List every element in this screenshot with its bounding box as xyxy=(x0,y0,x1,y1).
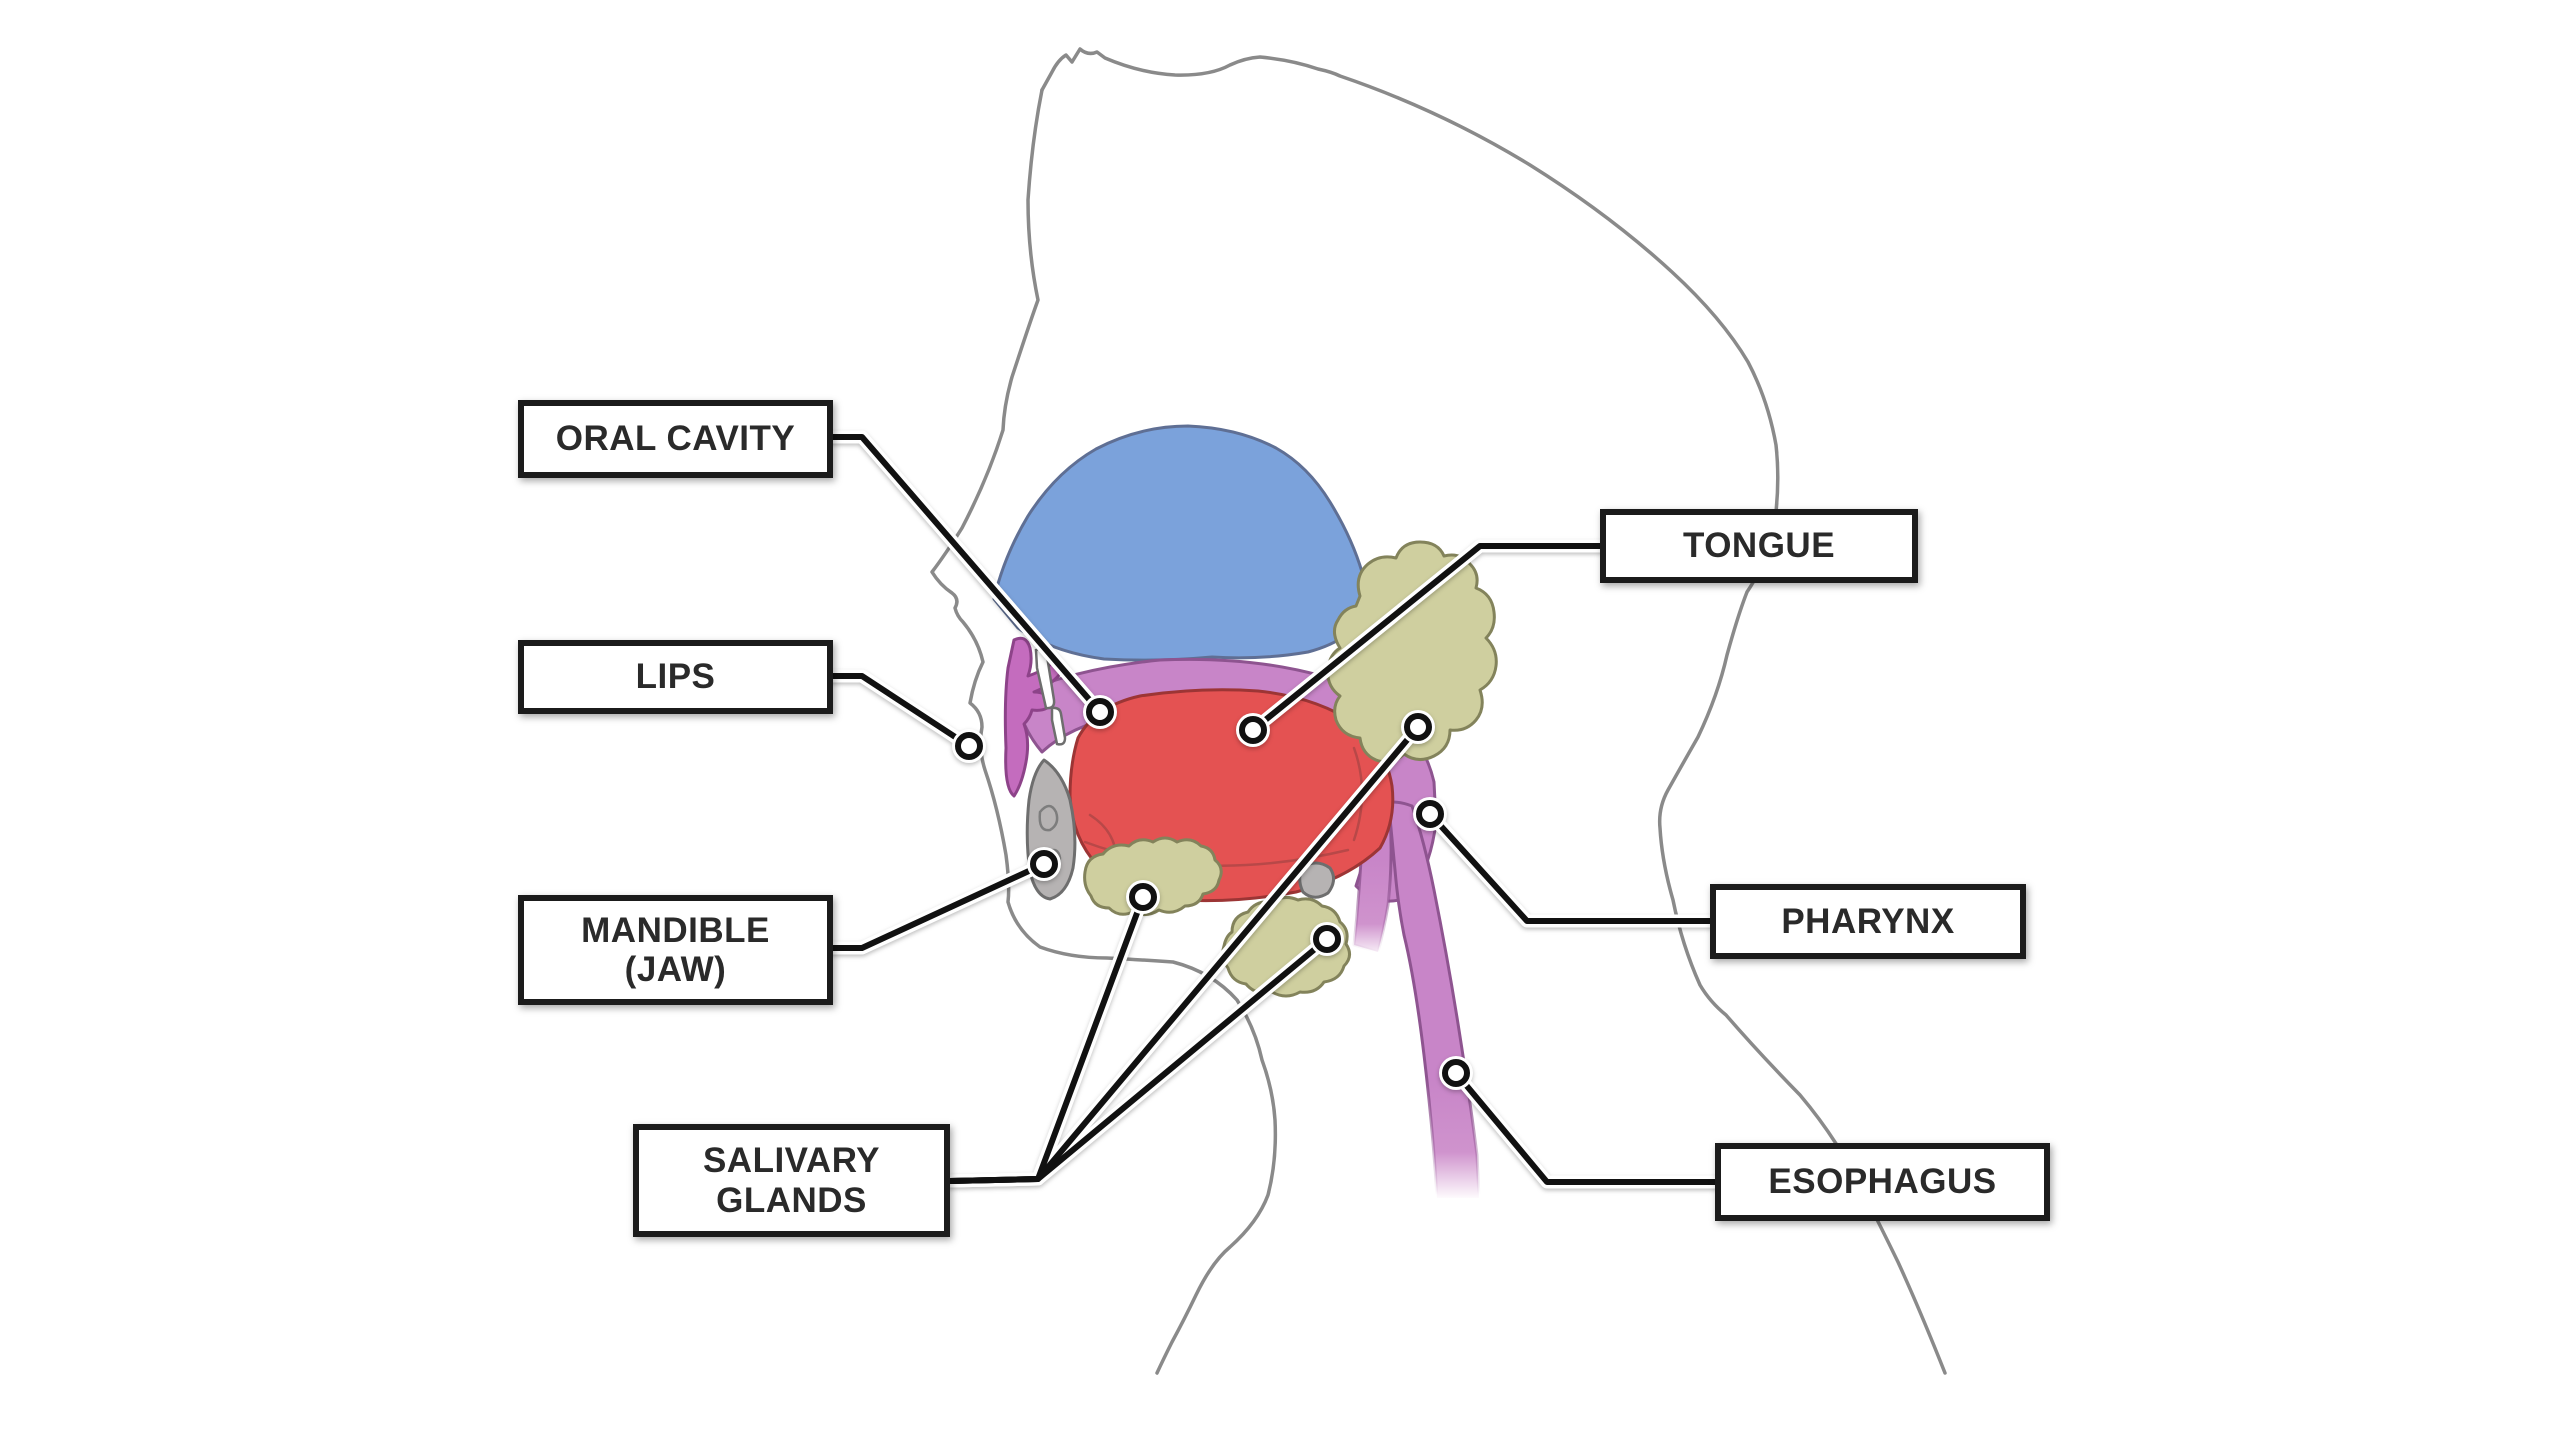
esophagus-leader xyxy=(1453,1070,1718,1185)
pharynx-dot xyxy=(1416,800,1444,828)
salivary-leader-casing-1 xyxy=(943,890,1150,1188)
label-mandible: MANDIBLE (JAW) xyxy=(518,895,833,1005)
leader-lines xyxy=(826,430,1722,1189)
esophagus-leader-casing xyxy=(1449,1066,1722,1189)
tongue-leader xyxy=(1250,543,1603,733)
label-lips: LIPS xyxy=(518,640,833,714)
oral-cavity-leader xyxy=(830,434,1103,715)
mandible-leader xyxy=(830,861,1047,951)
sublingual-dot xyxy=(1129,883,1157,911)
hyoid-bone xyxy=(1298,861,1335,899)
esophagus-dot xyxy=(1442,1059,1470,1087)
label-pharynx: PHARYNX xyxy=(1710,884,2026,959)
head-outline xyxy=(930,47,1947,1375)
tongue-dot xyxy=(1239,716,1267,744)
pharynx-leader xyxy=(1427,811,1713,924)
pharynx-leader-casing xyxy=(1423,807,1717,928)
mandible-dot xyxy=(1030,850,1058,878)
skull-back-line xyxy=(1040,47,1947,1375)
face-profile-line xyxy=(930,88,1278,1375)
lips-leader xyxy=(830,673,972,749)
label-oral-cavity: ORAL CAVITY xyxy=(518,400,833,478)
salivary-leader-3 xyxy=(947,724,1421,1184)
palate-region xyxy=(992,424,1368,662)
tooth-lower xyxy=(1050,706,1067,746)
submandibular-dot xyxy=(1313,925,1341,953)
esophagus-region xyxy=(1372,800,1481,1200)
parotid-dot xyxy=(1404,713,1432,741)
parotid-gland xyxy=(1326,540,1498,764)
label-tongue: TONGUE xyxy=(1600,509,1918,583)
sublingual-gland xyxy=(1083,836,1223,917)
oral-cavity-dot xyxy=(1086,698,1114,726)
leader-dots xyxy=(952,695,1473,1090)
label-esophagus: ESOPHAGUS xyxy=(1715,1143,2050,1221)
label-salivary-glands: SALIVARY GLANDS xyxy=(633,1124,950,1237)
lips-dot xyxy=(955,732,983,760)
